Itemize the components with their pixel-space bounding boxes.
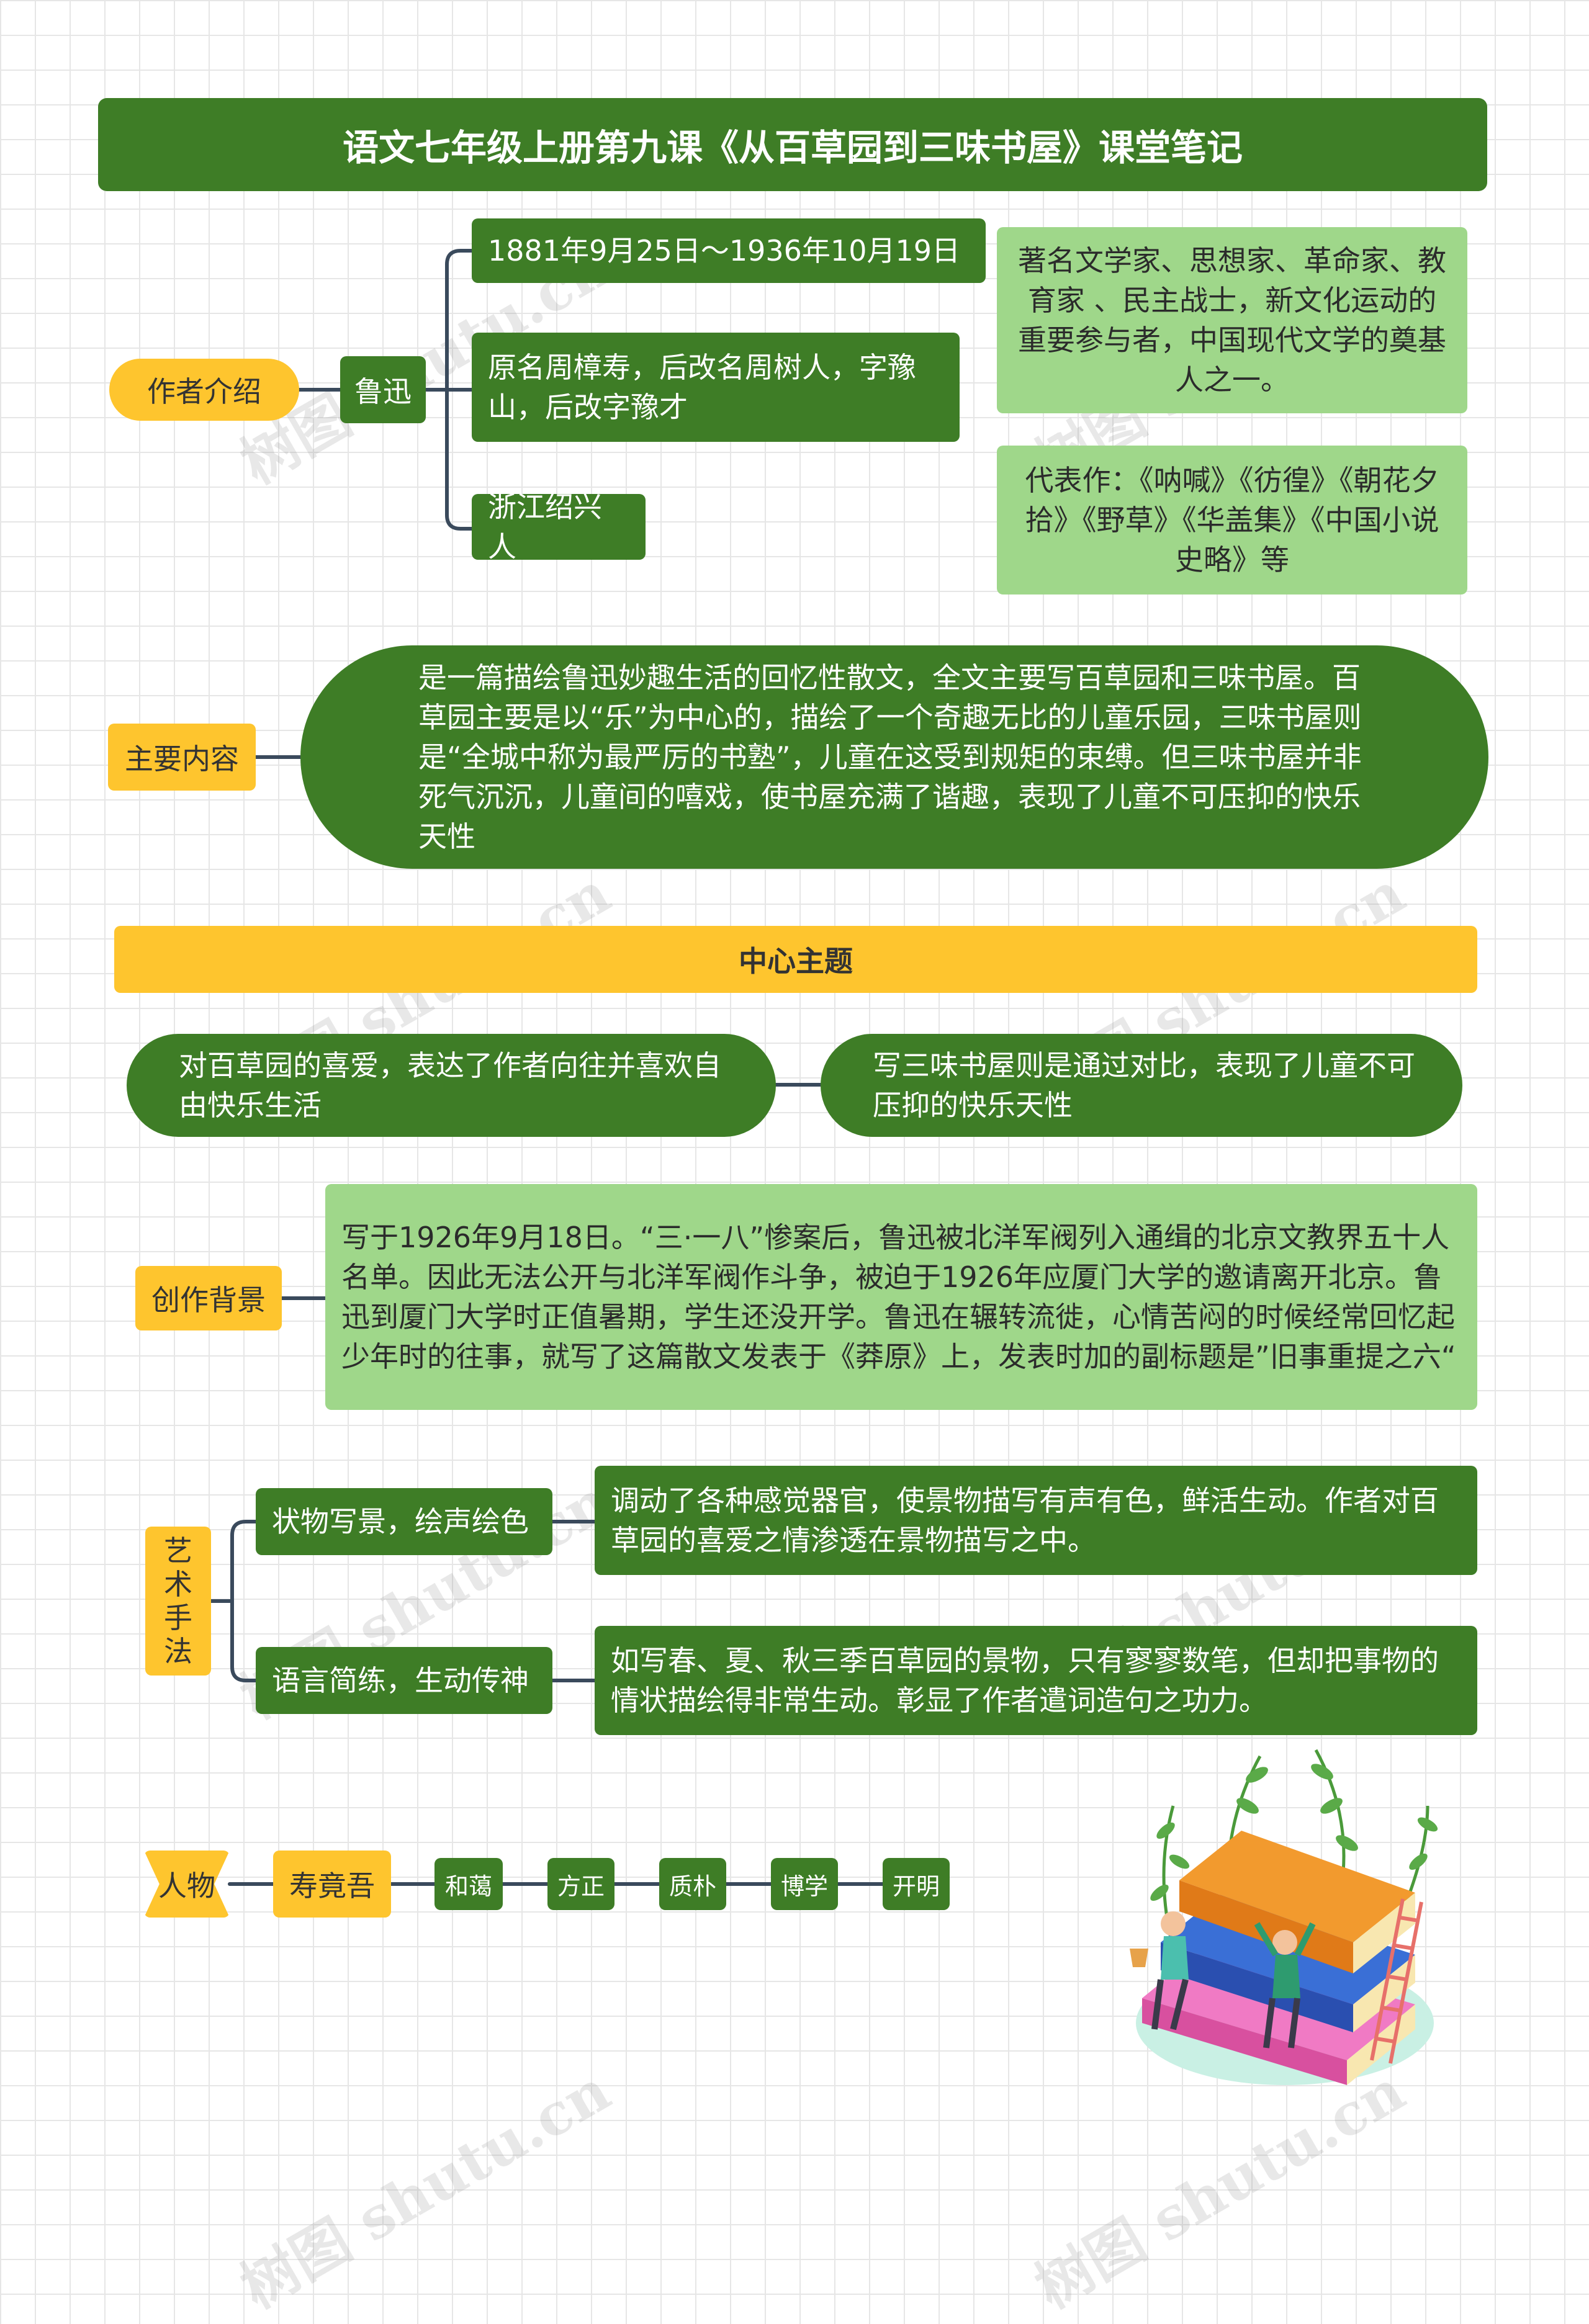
theme-left-pill: 对百草园的喜爱，表达了作者向往并喜欢自由快乐生活 (127, 1034, 776, 1137)
background-text: 写于1926年9月18日。“三·一八”惨案后，鲁迅被北洋军阀列入通缉的北京文教界… (325, 1184, 1477, 1410)
author-hometown: 浙江绍兴人 (472, 490, 646, 563)
theme-right-pill: 写三味书屋则是通过对比，表现了儿童不可压抑的快乐天性 (821, 1034, 1462, 1137)
page-title: 语文七年级上册第九课《从百草园到三味书屋》课堂笔记 (342, 127, 1243, 169)
author-works: 代表作：《呐喊》《彷徨》《朝花夕拾》《野草》《华盖集》《中国小说史略》等 (997, 446, 1467, 594)
character-name: 寿竟吾 (273, 1851, 391, 1918)
techniques-label: 艺术手法 (145, 1527, 211, 1676)
trait-item: 博学 (771, 1858, 838, 1910)
author-label: 作者介绍 (109, 359, 299, 421)
trait-item: 方正 (547, 1858, 614, 1910)
trait-item: 开明 (883, 1858, 950, 1910)
author-names: 原名周樟寿，后改名周树人，字豫山，后改字豫才 (472, 333, 960, 442)
trait-item: 质朴 (659, 1858, 726, 1910)
page-title-banner: 语文七年级上册第九课《从百草园到三味书屋》课堂笔记 (98, 98, 1487, 191)
technique-item-2: 语言简练，生动传神 (256, 1647, 552, 1714)
author-name: 鲁迅 (340, 356, 426, 423)
books-illustration (1130, 1749, 1438, 2085)
main-content-text: 是一篇描绘鲁迅妙趣生活的回忆性散文，全文主要写百草园和三味书屋。百草园主要是以“… (300, 645, 1488, 869)
trait-item: 和蔼 (434, 1858, 503, 1910)
author-dates: 1881年9月25日～1936年10月19日 (472, 218, 986, 283)
connector-lines (209, 249, 885, 1886)
central-theme-header: 中心主题 (114, 926, 1477, 993)
background-label: 创作背景 (135, 1266, 282, 1330)
technique-desc-1: 调动了各种感觉器官，使景物描写有声有色，鲜活生动。作者对百草园的喜爱之情渗透在景… (595, 1466, 1477, 1575)
main-content-label: 主要内容 (108, 724, 256, 791)
technique-item-1: 状物写景，绘声绘色 (256, 1488, 552, 1555)
author-description: 著名文学家、思想家、革命家、教育家 、民主战士，新文化运动的重要参与者，中国现代… (997, 227, 1467, 413)
technique-desc-2: 如写春、夏、秋三季百草园的景物，只有寥寥数笔，但却把事物的情状描绘得非常生动。彰… (595, 1626, 1477, 1735)
